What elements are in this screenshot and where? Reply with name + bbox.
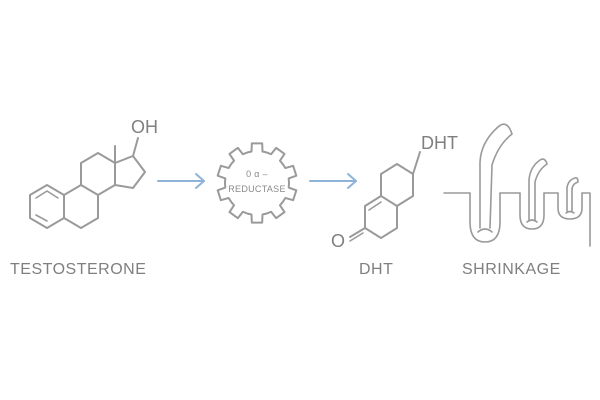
ring-d (114, 155, 146, 189)
gear-icon (216, 142, 298, 224)
ring-a-double-bond (35, 190, 59, 199)
testosterone-label: TESTOSTERONE (10, 261, 146, 278)
ring-a-double-bond-2 (35, 214, 48, 222)
follicle-small (557, 192, 583, 220)
ring-c (80, 152, 116, 196)
follicle-large-bulb (477, 228, 493, 233)
testosterone-molecule: OH (29, 117, 158, 229)
hair-medium (528, 158, 548, 221)
dht-label: DHT (359, 261, 393, 278)
dht-oxygen: O (331, 231, 345, 251)
hair-large (479, 123, 513, 229)
follicle-medium (519, 192, 545, 230)
dht-ring-2 (380, 163, 414, 207)
arrow-right-icon (309, 173, 357, 189)
carbonyl-double (349, 232, 364, 242)
ring-b (63, 184, 99, 229)
enzyme-name-line2: REDUCTASE (228, 184, 286, 194)
shrinkage-label: SHRINKAGE (462, 261, 561, 278)
skin-line (443, 192, 591, 247)
dht-double-bond (368, 201, 382, 211)
hair-small (566, 177, 579, 212)
follicle-small-bulb (565, 210, 575, 214)
carbonyl-bond (349, 227, 366, 238)
oh-group: OH (131, 117, 158, 137)
dht-substituent-bond (412, 151, 421, 175)
arrow-right-icon (157, 173, 205, 189)
follicle-large (469, 192, 501, 243)
dht-molecule: DHT O (331, 133, 458, 251)
enzyme-name-line1: 0 α – (246, 169, 268, 179)
hair-follicle-icon (443, 123, 591, 247)
oh-bond (132, 137, 139, 157)
follicle-medium-bulb (526, 219, 538, 223)
dht-group: DHT (421, 133, 458, 153)
